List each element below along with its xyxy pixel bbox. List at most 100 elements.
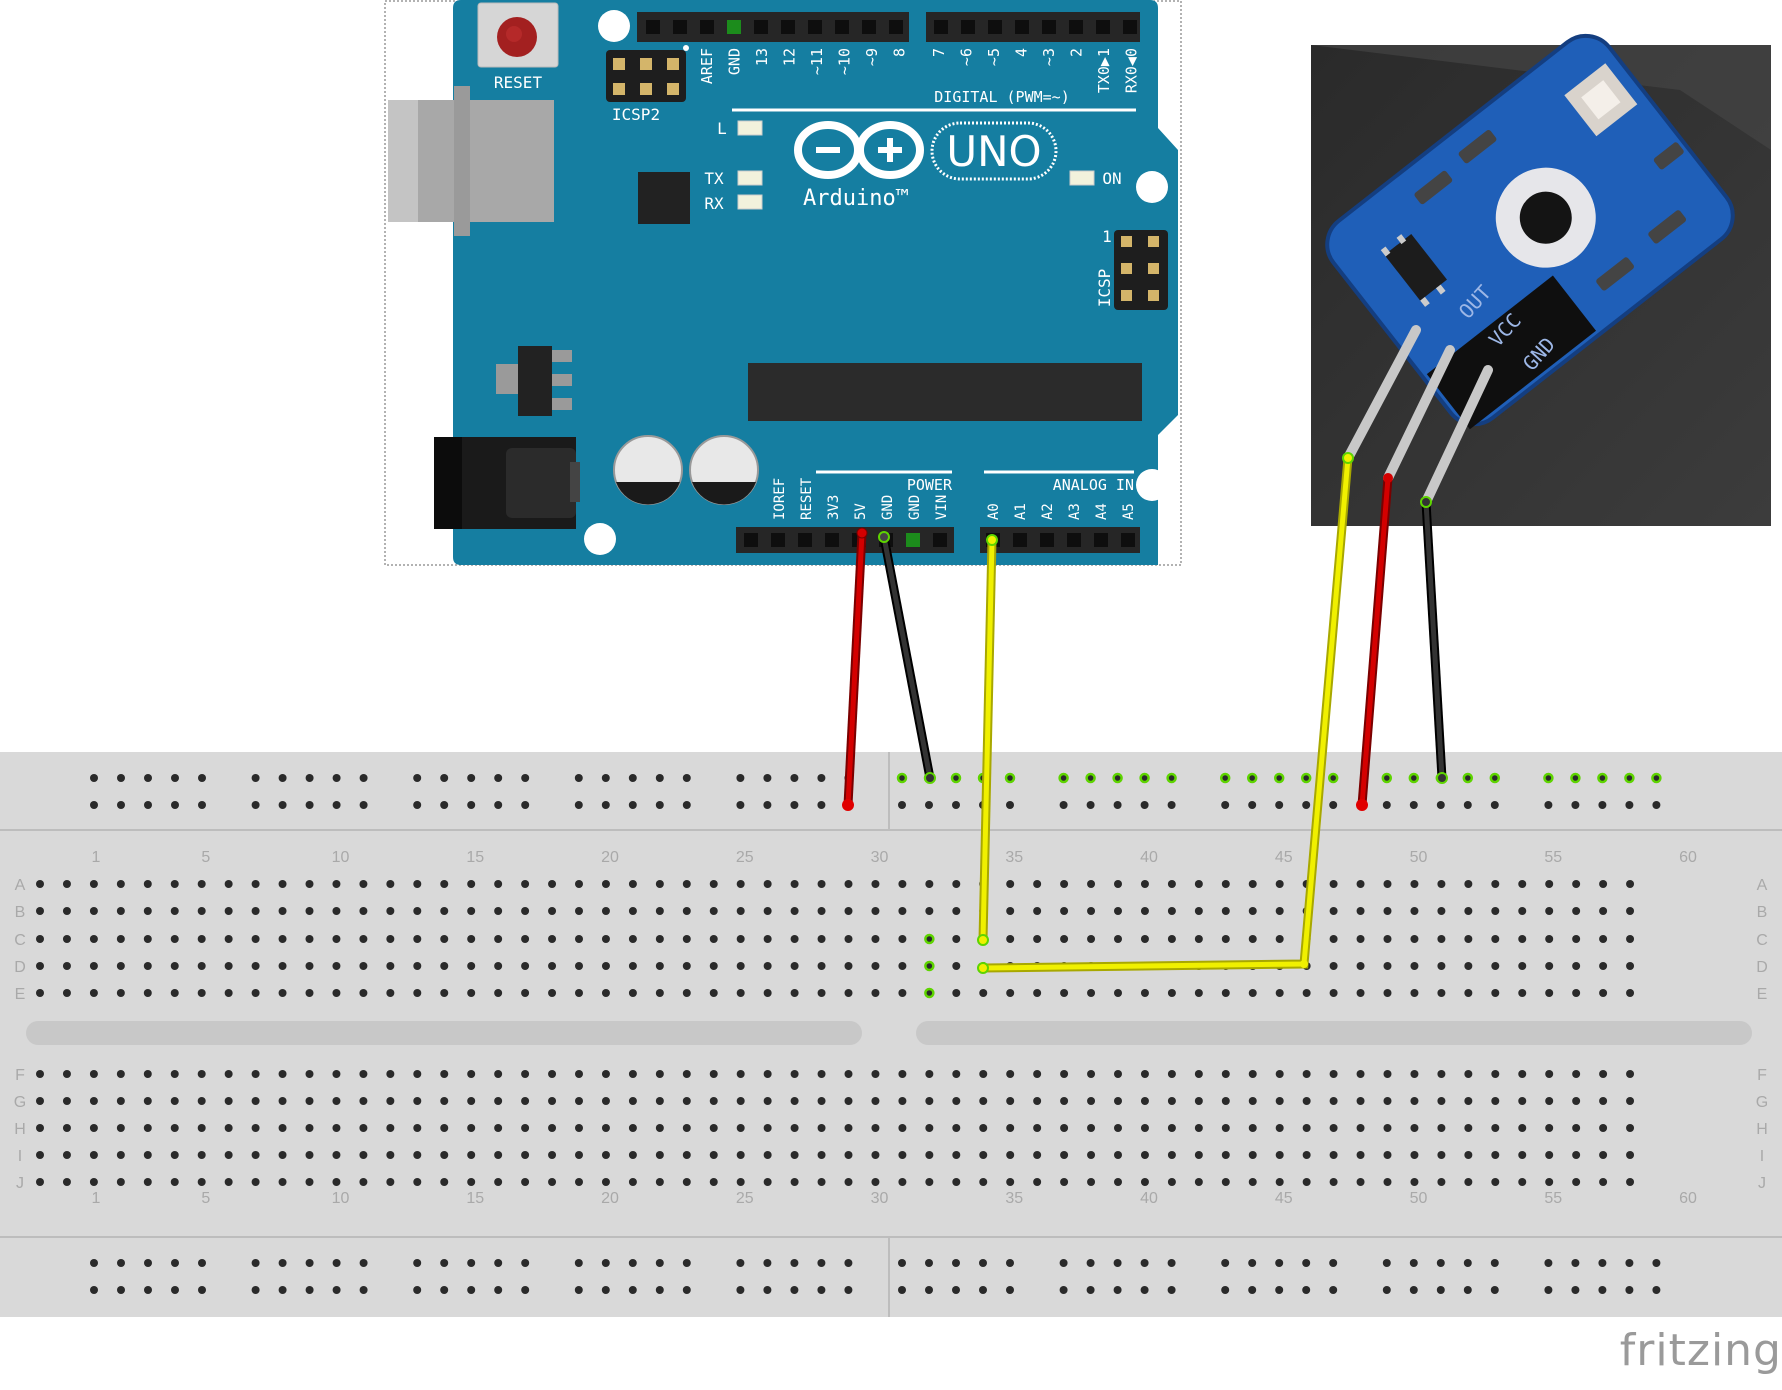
breadboard-hole[interactable] — [763, 801, 772, 809]
breadboard-hole[interactable] — [1599, 907, 1608, 915]
breadboard-hole[interactable] — [763, 907, 772, 915]
breadboard-hole[interactable] — [1248, 1286, 1257, 1294]
breadboard-hole[interactable] — [278, 907, 287, 915]
breadboard-hole[interactable] — [628, 962, 637, 970]
breadboard-hole[interactable] — [709, 962, 718, 970]
header-pin[interactable] — [889, 20, 903, 34]
breadboard-hole[interactable] — [790, 1286, 799, 1294]
breadboard-hole[interactable] — [494, 774, 503, 782]
breadboard-hole[interactable] — [1275, 989, 1284, 997]
breadboard-hole[interactable] — [1329, 1097, 1338, 1105]
breadboard-hole[interactable] — [170, 1124, 179, 1132]
breadboard-hole[interactable] — [979, 1286, 987, 1294]
breadboard-hole[interactable] — [952, 1151, 961, 1159]
breadboard-hole[interactable] — [224, 1124, 233, 1132]
breadboard-hole[interactable] — [467, 962, 476, 970]
breadboard-hole[interactable] — [952, 1286, 960, 1294]
breadboard-hole[interactable] — [251, 1070, 260, 1078]
breadboard-hole[interactable] — [1463, 1259, 1472, 1267]
breadboard-hole[interactable] — [1329, 935, 1338, 943]
breadboard-hole[interactable] — [601, 935, 610, 943]
breadboard-hole[interactable] — [198, 801, 206, 809]
breadboard-hole[interactable] — [763, 1124, 772, 1132]
header-pin[interactable] — [700, 20, 714, 34]
breadboard-hole[interactable] — [36, 1070, 44, 1078]
breadboard-hole[interactable] — [413, 1178, 422, 1186]
breadboard-hole[interactable] — [1114, 935, 1122, 943]
breadboard-hole[interactable] — [278, 962, 287, 970]
breadboard-hole[interactable] — [116, 880, 125, 888]
breadboard-hole[interactable] — [1624, 772, 1635, 784]
breadboard-hole[interactable] — [1140, 907, 1149, 915]
breadboard-hole[interactable] — [1033, 907, 1042, 915]
breadboard-hole[interactable] — [1114, 880, 1122, 888]
breadboard-hole[interactable] — [655, 989, 664, 997]
breadboard-hole[interactable] — [251, 989, 260, 997]
breadboard-hole[interactable] — [467, 1286, 476, 1294]
breadboard-hole[interactable] — [601, 989, 610, 997]
breadboard-hole[interactable] — [1409, 1259, 1418, 1267]
breadboard-hole[interactable] — [817, 1097, 826, 1105]
breadboard-hole[interactable] — [979, 1178, 988, 1186]
header-pin[interactable] — [1067, 533, 1081, 547]
breadboard-hole[interactable] — [89, 1151, 98, 1159]
breadboard-hole[interactable] — [359, 880, 368, 888]
breadboard-hole[interactable] — [278, 1097, 287, 1105]
header-pin[interactable] — [862, 20, 876, 34]
breadboard-hole[interactable] — [1033, 935, 1042, 943]
breadboard-hole[interactable] — [1518, 935, 1527, 943]
breadboard-hole[interactable] — [1006, 907, 1015, 915]
breadboard-hole[interactable] — [251, 1286, 260, 1294]
breadboard-hole[interactable] — [682, 1070, 691, 1078]
breadboard-hole[interactable] — [628, 1178, 637, 1186]
breadboard-hole[interactable] — [1006, 1259, 1014, 1267]
breadboard-hole[interactable] — [979, 1070, 988, 1078]
breadboard-hole[interactable] — [548, 1178, 557, 1186]
breadboard-hole[interactable] — [952, 962, 961, 970]
breadboard-hole[interactable] — [467, 1124, 476, 1132]
breadboard-hole[interactable] — [332, 801, 341, 809]
breadboard-hole[interactable] — [494, 1070, 503, 1078]
breadboard-hole[interactable] — [305, 1178, 314, 1186]
breadboard-hole[interactable] — [1221, 880, 1230, 888]
breadboard-hole[interactable] — [1599, 962, 1608, 970]
breadboard-hole[interactable] — [1572, 1070, 1581, 1078]
breadboard-hole[interactable] — [682, 989, 691, 997]
breadboard-hole[interactable] — [1140, 1178, 1149, 1186]
breadboard-hole[interactable] — [1464, 935, 1473, 943]
breadboard-hole[interactable] — [89, 880, 98, 888]
breadboard-hole[interactable] — [1248, 880, 1257, 888]
breadboard-hole[interactable] — [1545, 1097, 1554, 1105]
breadboard-hole[interactable] — [575, 1151, 583, 1159]
breadboard-hole[interactable] — [1086, 1259, 1095, 1267]
breadboard-hole[interactable] — [413, 1097, 422, 1105]
breadboard-hole[interactable] — [817, 1286, 826, 1294]
breadboard-hole[interactable] — [1462, 772, 1474, 784]
breadboard-hole[interactable] — [1410, 907, 1419, 915]
breadboard-hole[interactable] — [1167, 1097, 1176, 1105]
breadboard-hole[interactable] — [601, 1259, 610, 1267]
breadboard-hole[interactable] — [1382, 801, 1391, 809]
breadboard-hole[interactable] — [1463, 1286, 1472, 1294]
breadboard-hole[interactable] — [844, 907, 853, 915]
breadboard-hole[interactable] — [494, 935, 503, 943]
breadboard-hole[interactable] — [144, 801, 152, 809]
breadboard-hole[interactable] — [952, 935, 961, 943]
breadboard-hole[interactable] — [224, 907, 233, 915]
breadboard-hole[interactable] — [575, 1070, 583, 1078]
breadboard-hole[interactable] — [1490, 801, 1499, 809]
breadboard-hole[interactable] — [278, 1151, 287, 1159]
breadboard-hole[interactable] — [278, 1178, 287, 1186]
breadboard-hole[interactable] — [924, 960, 935, 972]
breadboard-hole[interactable] — [62, 1097, 71, 1105]
breadboard-hole[interactable] — [1194, 1151, 1203, 1159]
breadboard-hole[interactable] — [1599, 1151, 1608, 1159]
breadboard-hole[interactable] — [1437, 989, 1446, 997]
breadboard-hole[interactable] — [1006, 935, 1015, 943]
header-pin[interactable] — [825, 533, 839, 547]
breadboard-hole[interactable] — [1167, 1259, 1176, 1267]
breadboard-hole[interactable] — [36, 989, 44, 997]
breadboard-hole[interactable] — [1140, 1097, 1149, 1105]
breadboard-hole[interactable] — [494, 1259, 503, 1267]
